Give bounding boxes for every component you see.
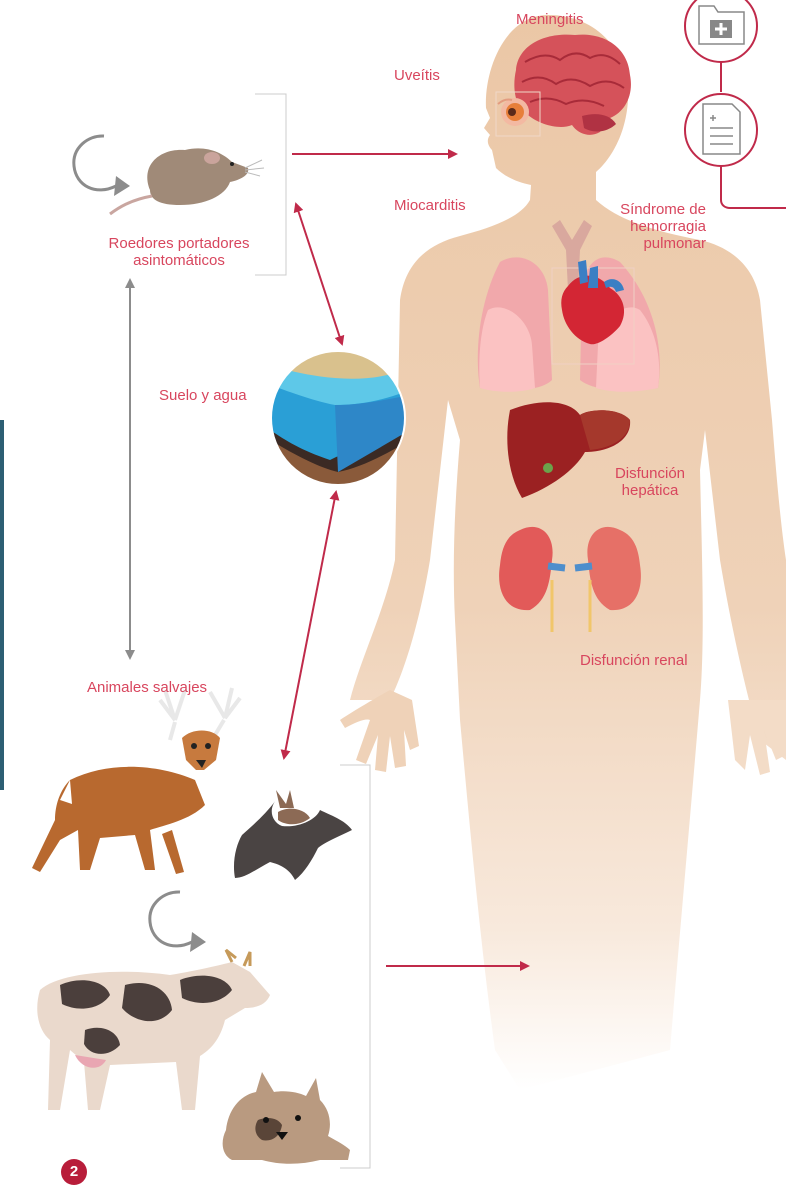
- label-pulmonary-line-1: Síndrome de: [590, 201, 706, 218]
- label-renal-dysfunction: Disfunción renal: [580, 652, 688, 669]
- dog: [223, 1072, 350, 1164]
- label-pulmonary-hemorrhage: Síndrome de hemorragia pulmonar: [590, 201, 706, 252]
- arrow-rodents-soil: [296, 204, 342, 344]
- medical-folder-icon: [685, 0, 757, 62]
- label-miocarditis: Miocarditis: [394, 197, 466, 214]
- label-hepatic-line-2: hepática: [596, 482, 704, 499]
- label-meningitis: Meningitis: [516, 11, 584, 28]
- icon-connector-2: [721, 166, 786, 208]
- label-pulmonary-line-3: pulmonar: [590, 235, 706, 252]
- label-uveitis: Uveítis: [394, 67, 440, 84]
- mouse: [110, 148, 264, 214]
- label-rodents: Roedores portadores asintomáticos: [88, 235, 270, 269]
- label-rodents-line-1: Roedores portadores: [88, 235, 270, 252]
- cycle-arrow-icon-2: [150, 892, 206, 952]
- label-rodents-line-2: asintomáticos: [88, 252, 270, 269]
- arrow-soil-animals: [284, 492, 336, 758]
- label-pulmonary-line-2: hemorragia: [590, 218, 706, 235]
- bat: [234, 790, 352, 880]
- deer: [32, 688, 240, 874]
- left-edge-bar: [0, 420, 4, 790]
- label-wild-animals: Animales salvajes: [87, 679, 207, 696]
- label-hepatic-dysfunction: Disfunción hepática: [596, 465, 704, 499]
- cycle-arrow-icon: [74, 136, 130, 196]
- soil-water-circle: [270, 350, 410, 490]
- human-body: [340, 15, 786, 1090]
- cow: [37, 950, 270, 1110]
- label-hepatic-line-1: Disfunción: [596, 465, 704, 482]
- label-soil-water: Suelo y agua: [159, 387, 247, 404]
- medical-document-icon: [685, 94, 757, 166]
- page-number-badge: 2: [61, 1159, 87, 1185]
